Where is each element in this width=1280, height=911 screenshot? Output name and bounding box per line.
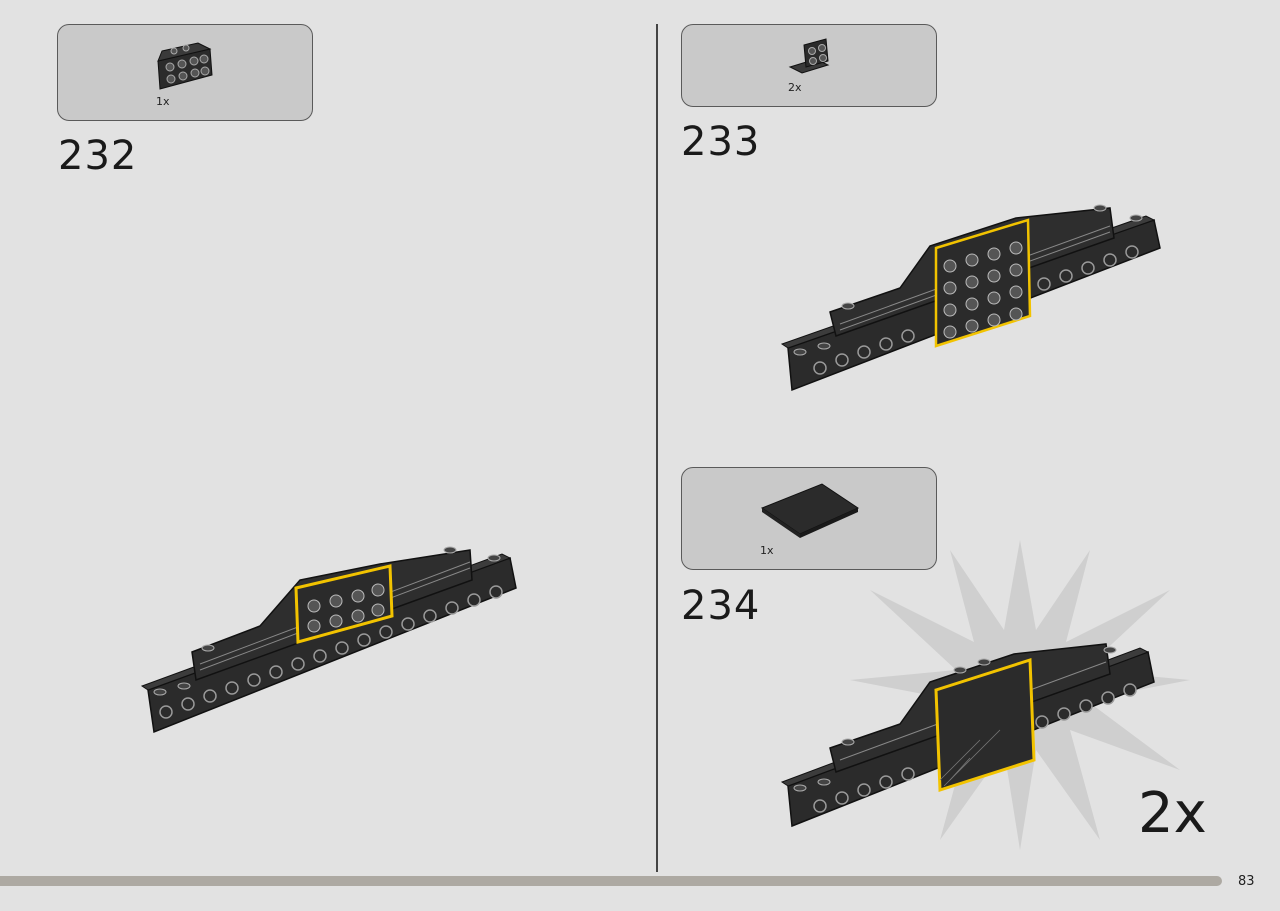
part-quantity: 1x <box>156 95 170 108</box>
page-divider <box>656 24 658 872</box>
flat-tile-icon <box>760 483 860 538</box>
bracket-plate-icon <box>157 42 213 90</box>
angle-bracket-icon <box>788 38 830 74</box>
step-number-232: 232 <box>58 133 138 179</box>
step-number-234: 234 <box>681 583 761 629</box>
progress-bar <box>0 876 1222 886</box>
parts-callout-234: 1x <box>681 467 937 570</box>
step-number-233: 233 <box>681 119 761 165</box>
parts-callout-232: 1x <box>57 24 313 121</box>
page-number: 83 <box>1238 874 1255 889</box>
part-quantity: 1x <box>760 544 774 557</box>
build-multiplier: 2x <box>1138 781 1207 846</box>
assembly-illustration-233 <box>780 204 1161 392</box>
assembly-illustration-232 <box>140 546 517 734</box>
parts-callout-233: 2x <box>681 24 937 107</box>
assembly-illustration-234 <box>780 643 1155 828</box>
part-quantity: 2x <box>788 81 802 94</box>
